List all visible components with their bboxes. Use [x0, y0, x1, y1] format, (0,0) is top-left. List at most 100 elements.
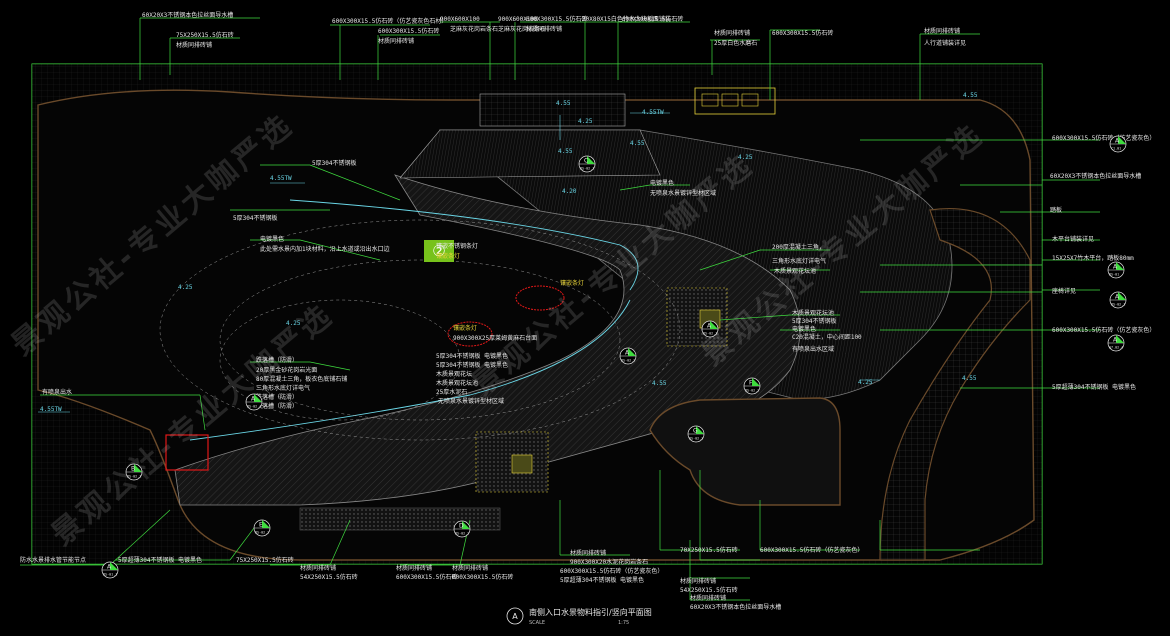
section-mark-icon: A DS-02.1: [1109, 291, 1127, 309]
callout-label: 200厚混凝土三角，: [772, 244, 825, 251]
callout-label: 材质同排砖铺: [452, 565, 489, 572]
section-mark-letter: A: [625, 350, 630, 357]
elevation-label: 4.55TW: [270, 175, 292, 182]
section-mark-icon: ADS-01: [1107, 261, 1125, 279]
scale-ratio: 1:75: [618, 620, 630, 626]
callout-label: 电镀黑色: [792, 326, 817, 333]
section-mark-ref: A7.02.4: [1109, 346, 1123, 350]
scale-label: SCALE: [529, 620, 546, 626]
callout-label: 25厚水泥石: [436, 389, 468, 396]
section-mark-icon: ADS-01.1: [101, 561, 119, 579]
callout-label: 900X600X100: [440, 16, 480, 23]
callout-label: 无喷泉水景镀锌型材区域: [438, 398, 505, 405]
callout-label: 材质同排砖铺: [714, 30, 751, 37]
section-mark-ref: DS-02.2: [745, 389, 759, 393]
section-mark-ref: DS-01: [1109, 273, 1119, 277]
section-mark-ref: DS-02.3: [689, 437, 703, 441]
callout-label: 60X20X3不锈钢本色拉丝面导水槽: [690, 604, 782, 611]
callout-label: 电镀黑色: [260, 236, 285, 243]
callout-label: 镶嵌不锈钢条灯: [436, 243, 479, 250]
callout-label: 材质同排砖铺: [680, 578, 717, 585]
callout-label: 600X300X15.5仿石砖: [772, 30, 834, 37]
section-mark-icon: BDS-02.1: [125, 463, 143, 481]
section-mark-letter: A: [1113, 337, 1118, 344]
callout-label: 5厚超薄304不锈钢板 电镀黑色: [118, 557, 203, 564]
section-mark-ref: DS-02.2: [455, 532, 469, 536]
callout-label: 三角形水底灯详电气: [772, 258, 827, 265]
callout-label: 跌落槽（防滑）: [256, 403, 299, 410]
callout-label: 有喷泉出水区域: [792, 346, 835, 353]
callout-label: 5厚超薄304不锈钢板 电镀黑色: [1052, 384, 1137, 391]
callout-label: 芝麻灰花岗岩条石: [450, 26, 499, 33]
callout-label: 20厚黑金砂花岗岩光面: [256, 367, 318, 374]
section-mark-letter: E: [259, 522, 263, 529]
callout-label: 600X300X15.5仿石砖: [526, 16, 588, 23]
elevation-label: 4.55TW: [40, 406, 62, 413]
elevation-label: 4.55: [963, 92, 978, 99]
callout-label: 30X80X15白色竹木大块板面铺装: [582, 16, 671, 23]
callout-label: 54X250X15.5仿石砖: [300, 574, 358, 581]
section-mark-ref: DS-02.2: [255, 531, 269, 535]
callout-label: 60X20X3不锈钢本色拉丝面导水槽: [1050, 173, 1142, 180]
island-planter: [649, 397, 841, 506]
callout-label: 三角形水底灯详电气: [256, 385, 311, 392]
plant-badge: ②: [424, 240, 454, 262]
right-path: [879, 208, 1031, 561]
callout-label: 电镀黑色: [650, 180, 675, 187]
elevation-label: 4.25: [578, 118, 593, 125]
callout-leaders: [20, 17, 1100, 601]
callout-label: 材质同排砖铺: [570, 550, 607, 557]
section-mark-letter: A: [251, 396, 256, 403]
callout-label: 木质景观花坛池: [774, 268, 817, 275]
elevation-label: 4.25: [738, 154, 753, 161]
callout-label: 人行道铺装详见: [924, 40, 967, 47]
callout-label: 70X250X15.5仿石砖: [680, 547, 738, 554]
callout-label: 踏板: [1050, 207, 1063, 214]
elevation-label: 4.55TW: [642, 109, 664, 116]
callout-label: 5厚304不锈钢板 电镀黑色: [436, 353, 509, 360]
callout-label: 材质同排砖铺: [378, 38, 415, 45]
callout-label: 座椅详见: [1052, 288, 1077, 295]
elevation-label: 4.55: [962, 375, 977, 382]
section-mark-letter: G: [693, 428, 698, 435]
section-mark-ref: DS-02.1: [1111, 303, 1125, 307]
elevation-label: 4.25: [178, 284, 193, 291]
section-mark-icon: CDS-02.1: [578, 155, 596, 173]
elevation-label: 4.20: [562, 188, 577, 195]
callout-label: 木平台铺装详见: [1052, 236, 1095, 243]
water-feature-body: [174, 174, 801, 506]
section-mark-icon: A DS-02.4: [245, 393, 263, 411]
callout-label: 600X300X15.5仿石砖（仿艺瓷灰色）: [760, 547, 864, 554]
callout-label: 木质景观花坛池: [792, 310, 835, 317]
view-mark-icon: A: [506, 607, 524, 625]
section-mark-ref: DS-02.1: [580, 167, 594, 171]
callout-label: 15X25X7竹木平台，踏板80mm: [1052, 255, 1134, 262]
section-mark-letter: A: [1115, 294, 1120, 301]
callout-label: 54X250X15.5仿石砖: [680, 587, 738, 594]
callout-label: 镶嵌条灯: [560, 280, 585, 287]
section-mark-ref: DS-02.1: [703, 332, 717, 336]
section-mark-icon: G DS-02.3: [687, 425, 705, 443]
callout-label: 600X300X15.5仿石砖: [396, 574, 458, 581]
section-mark-letter: A: [1115, 138, 1120, 145]
callout-label: 600X300X15.5仿石砖（仿艺瓷灰色）: [1052, 327, 1156, 334]
callout-label: 材质同排砖铺: [690, 595, 727, 602]
section-mark-icon: A A7.02.4: [1107, 334, 1125, 352]
callout-label: 900X300X20水泥花岗岩条石: [570, 559, 649, 566]
callout-label: 5厚304不锈钢板 电镀黑色: [436, 362, 509, 369]
callout-label: 600X300X15.5仿石砖: [622, 16, 684, 23]
callout-label: 芝麻灰花岗岩条石: [498, 26, 547, 33]
section-mark-letter: F: [749, 380, 753, 387]
elevation-label: 4.25: [286, 320, 301, 327]
highlight-box: [165, 434, 209, 471]
callout-label: 75X250X15.5仿石砖: [176, 32, 234, 39]
section-mark-ref: DS-02.4: [247, 405, 261, 409]
callout-label: 镶嵌条灯: [453, 325, 478, 332]
section-mark-icon: ADS-02.2: [619, 347, 637, 365]
callout-label: 木质景观花坛池: [436, 380, 479, 387]
elevation-label: 4.55: [652, 380, 667, 387]
callout-label: 5厚304不锈钢板: [233, 215, 278, 222]
callout-label: 5厚304不锈钢板: [312, 160, 357, 167]
